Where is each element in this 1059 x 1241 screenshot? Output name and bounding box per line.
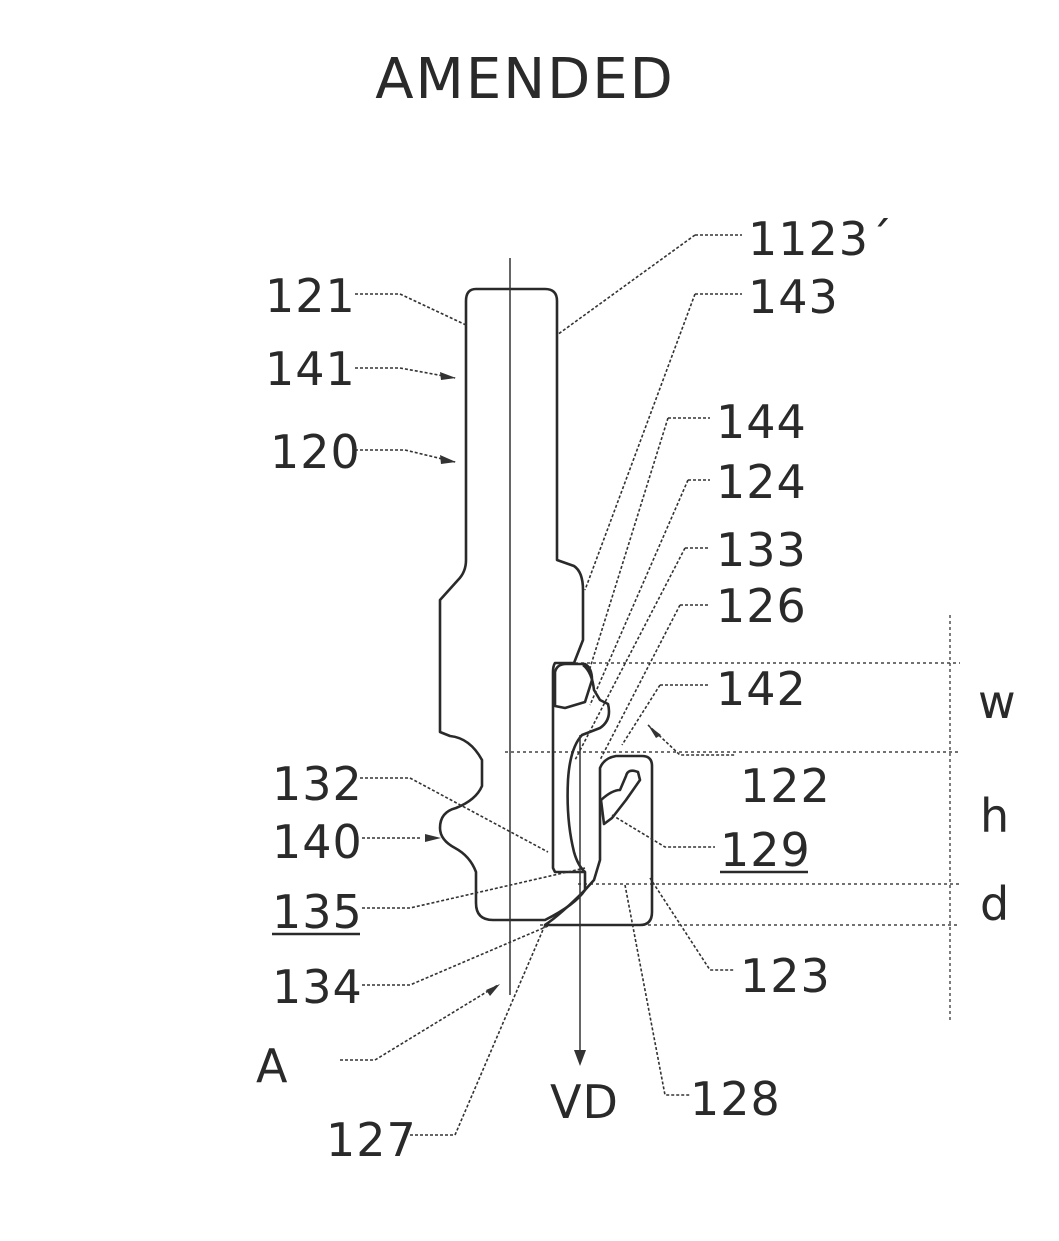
main-body-section: [440, 289, 585, 920]
inner-fitting-section: [555, 664, 592, 708]
label-144: 144: [716, 395, 807, 449]
label-142: 142: [716, 662, 807, 716]
label-1123p: 1123´: [748, 212, 893, 266]
label-126: 126: [716, 579, 807, 633]
label-vd: VD: [550, 1075, 619, 1129]
label-143: 143: [748, 270, 839, 324]
label-134: 134: [272, 960, 363, 1014]
label-122: 122: [740, 759, 831, 813]
lip-section: [568, 665, 609, 872]
label-140: 140: [272, 815, 363, 869]
label-135: 135: [272, 885, 363, 939]
label-128: 128: [690, 1072, 781, 1126]
label-129: 129: [720, 823, 811, 877]
label-121: 121: [265, 269, 356, 323]
jaw-inner-notch: [601, 771, 640, 824]
label-120: 120: [270, 425, 361, 479]
leader-lines: [340, 235, 742, 1135]
label-w: w: [978, 675, 1017, 729]
label-d: d: [980, 877, 1010, 931]
label-123: 123: [740, 949, 831, 1003]
label-h: h: [980, 789, 1010, 843]
jaw-section: [545, 756, 652, 925]
label-141: 141: [265, 342, 356, 396]
label-132: 132: [272, 757, 363, 811]
label-a: A: [256, 1039, 288, 1093]
leader-arrowheads: [425, 372, 661, 996]
label-124: 124: [716, 455, 807, 509]
label-133: 133: [716, 523, 807, 577]
drawing-title: AMENDED: [375, 47, 675, 112]
label-127: 127: [326, 1113, 417, 1167]
